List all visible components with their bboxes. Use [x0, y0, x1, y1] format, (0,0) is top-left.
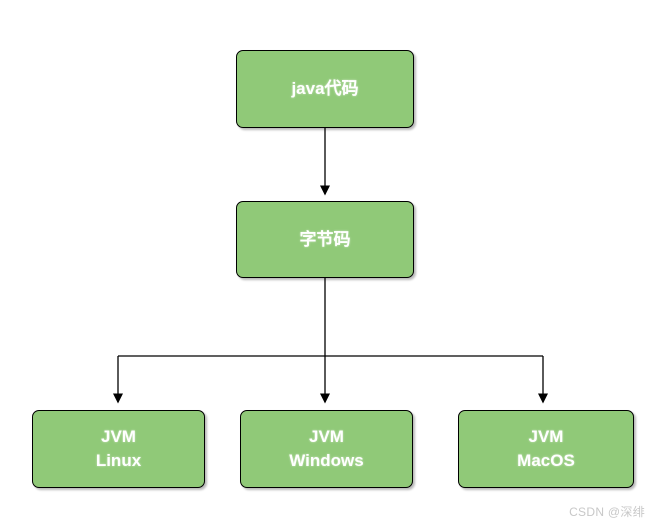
node-jvm-macos-label-line2: MacOS: [517, 451, 575, 470]
node-bytecode: 字节码: [236, 201, 414, 278]
node-java-code-label: java代码: [291, 79, 359, 98]
node-jvm-linux-label-line1: JVM: [101, 427, 136, 446]
node-jvm-windows-label-line1: JVM: [309, 427, 344, 446]
node-java-code: java代码: [236, 50, 414, 128]
node-bytecode-label: 字节码: [299, 229, 351, 249]
node-jvm-linux: JVM Linux: [32, 410, 205, 488]
node-jvm-windows-label-line2: Windows: [289, 451, 364, 470]
csdn-watermark: CSDN @深绯: [569, 505, 645, 519]
node-jvm-linux-label-line2: Linux: [95, 451, 142, 470]
node-jvm-windows: JVM Windows: [240, 410, 413, 488]
node-jvm-macos-label-line1: JVM: [528, 427, 564, 446]
node-jvm-macos: JVM MacOS: [458, 410, 634, 488]
